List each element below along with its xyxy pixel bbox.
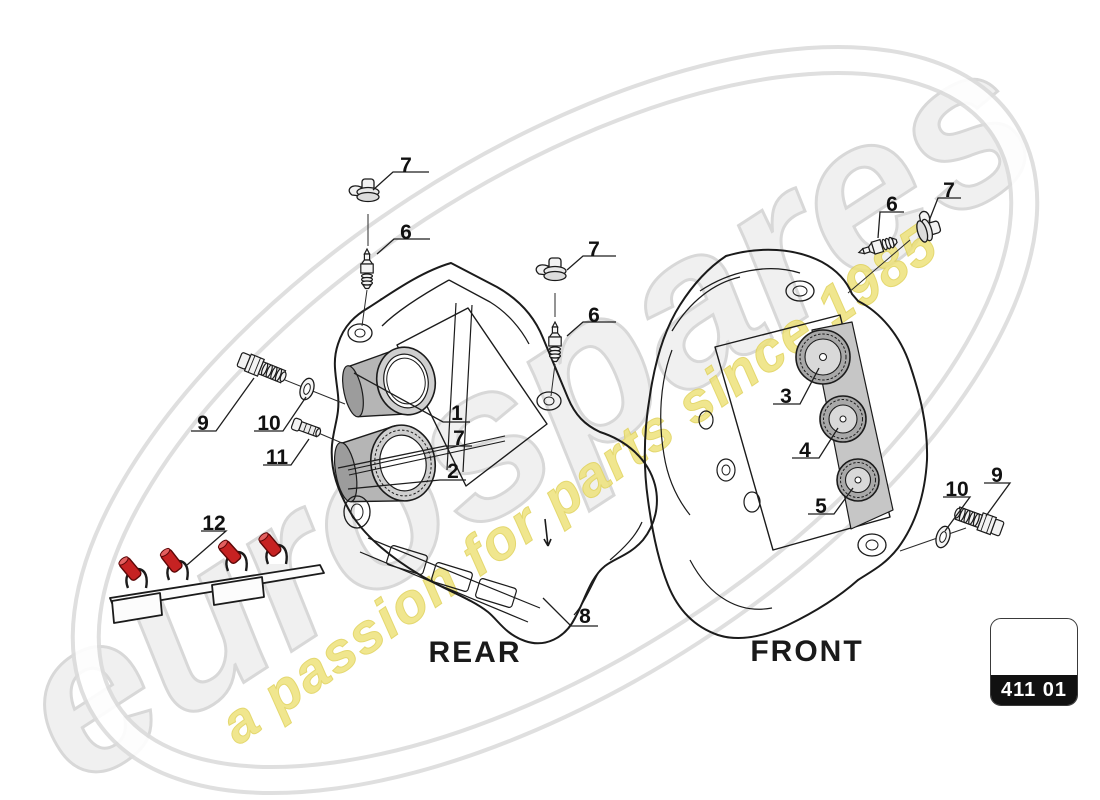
callout-number-7: 7	[400, 154, 412, 177]
front-caliper-label: FRONT	[750, 635, 864, 668]
front-piston-5	[836, 458, 880, 502]
wear-sensor-bracket	[109, 532, 325, 624]
callout-number-2: 2	[447, 460, 459, 483]
callout-leader-7	[372, 171, 429, 191]
front-caliper-drawing	[643, 248, 929, 639]
callout-number-6: 6	[588, 304, 600, 327]
front-piston-3	[795, 329, 851, 385]
rear-caliper-label: REAR	[428, 636, 522, 669]
callout-leader-7	[928, 197, 961, 222]
callout-number-6: 6	[400, 221, 412, 244]
callout-leader-3	[773, 367, 820, 405]
washer-rear	[299, 377, 315, 401]
callout-leader-9	[984, 482, 1012, 517]
callout-number-1: 1	[451, 402, 463, 425]
callout-number-8: 8	[579, 605, 591, 628]
callout-leader-6	[376, 238, 430, 255]
fitting-front	[954, 506, 1005, 537]
wear-sensor-1	[118, 556, 148, 589]
callout-number-7: 7	[453, 427, 465, 450]
callout-leader-6	[566, 321, 616, 337]
callout-number-11: 11	[266, 446, 289, 469]
washer-front	[935, 525, 951, 549]
callout-number-4: 4	[799, 439, 811, 462]
bolt-part	[290, 417, 322, 438]
callout-leader-10	[254, 396, 307, 432]
bleed-screw-front	[857, 236, 898, 255]
callout-leader-12	[186, 530, 228, 566]
wear-sensor-4	[258, 532, 288, 565]
callout-leader-7	[566, 255, 616, 271]
callout-leader-6	[877, 211, 904, 239]
bleed-screw-rear-1	[360, 247, 374, 290]
part-code-text: 411 01	[1000, 678, 1068, 701]
callout-leader-1	[353, 372, 470, 423]
callout-number-5: 5	[815, 495, 827, 518]
callout-number-3: 3	[780, 385, 792, 408]
wear-sensor-3	[217, 539, 248, 572]
callout-number-9: 9	[197, 412, 209, 435]
bleed-cap-rear-1	[348, 178, 380, 203]
callout-number-12: 12	[202, 512, 225, 535]
callout-number-7: 7	[588, 238, 600, 261]
callout-leader-10	[943, 496, 972, 532]
callout-leader-7	[337, 445, 472, 469]
bleed-cap-rear-2	[535, 257, 567, 282]
bleed-screw-rear-2	[548, 320, 562, 363]
callout-number-7: 7	[943, 179, 955, 202]
part-code-box: 411 01	[990, 618, 1078, 706]
callout-leader-2	[347, 479, 466, 490]
callout-leader-4	[792, 427, 839, 459]
callout-number-10: 10	[257, 412, 280, 435]
callout-leader-9	[191, 377, 255, 432]
wear-sensor-2	[159, 547, 189, 581]
callout-leader-5	[808, 487, 854, 515]
rear-piston-upper	[342, 346, 437, 418]
callout-leader-11	[263, 438, 310, 466]
part-code-band: 411 01	[991, 675, 1077, 705]
callout-number-10: 10	[945, 478, 968, 501]
callout-number-6: 6	[886, 193, 898, 216]
callout-number-9: 9	[991, 464, 1003, 487]
callout-leader-8	[542, 597, 598, 627]
fitting-rear	[236, 352, 287, 384]
front-piston-4	[819, 395, 867, 443]
